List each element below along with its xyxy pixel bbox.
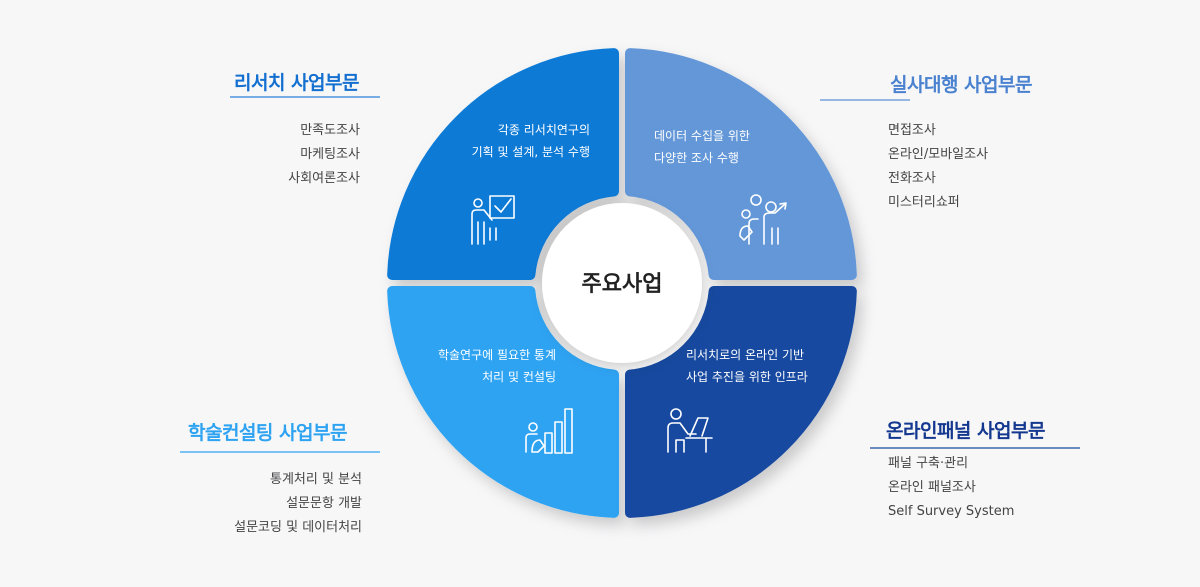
team-growth-icon [739,194,787,245]
research-segment [387,48,619,280]
research-item: 사회여론조사 [288,171,360,186]
person-at-computer-icon [667,408,713,453]
research-desc-line-2: 기획 및 설계, 분석 수행 [472,144,590,159]
center-label: 주요사업 [582,272,663,297]
field-title: 실사대행 사업부문 [890,74,1032,96]
field-desc-line-2: 다양한 조사 수행 [654,150,739,165]
online-desc-line-2: 사업 추진을 위한 인프라 [686,370,808,384]
online-title: 온라인패널 사업부문 [886,420,1045,442]
research-item: 마케팅조사 [300,147,360,162]
academic-desc-line-2: 처리 및 컨설팅 [482,370,556,384]
online-item: 패널 구축·관리 [888,456,969,471]
field-items: 면접조사 온라인/모바일조사 전화조사 미스터리쇼퍼 [888,119,988,215]
research-desc-line-1: 각종 리서치연구의 [498,123,590,137]
academic-items: 통계처리 및 분석 설문문항 개발 설문코딩 및 데이터처리 [234,468,362,540]
academic-desc-line-1: 학술연구에 필요한 통계 [438,348,556,362]
academic-segment [387,286,619,518]
research-items: 만족도조사 마케팅조사 사회여론조사 [288,119,360,191]
research-item: 만족도조사 [300,123,360,138]
field-item: 전화조사 [888,171,936,186]
presentation-board-icon [471,195,515,245]
online-item: Self Survey System [888,504,1015,519]
academic-item: 설문코딩 및 데이터처리 [234,520,362,535]
online-item: 온라인 패널조사 [888,480,976,495]
research-label-group: 리서치 사업부문 [220,68,390,95]
academic-title: 학술컨설팅 사업부문 [188,422,347,444]
online-desc-line-1: 리서치로의 온라인 기반 [686,348,804,362]
bar-chart-person-icon [525,408,573,454]
academic-item: 설문문항 개발 [286,496,362,511]
online-items: 패널 구축·관리 온라인 패널조사 Self Survey System [888,452,1014,524]
field-desc-line-1: 데이터 수집을 위한 [654,129,750,143]
field-item: 면접조사 [888,123,936,138]
field-item: 미스터리쇼퍼 [888,195,960,210]
center-circle [542,203,702,363]
online-segment [625,286,857,518]
research-title: 리서치 사업부문 [234,72,359,94]
academic-item: 통계처리 및 분석 [270,472,362,487]
field-segment [625,48,857,280]
field-item: 온라인/모바일조사 [888,147,989,162]
